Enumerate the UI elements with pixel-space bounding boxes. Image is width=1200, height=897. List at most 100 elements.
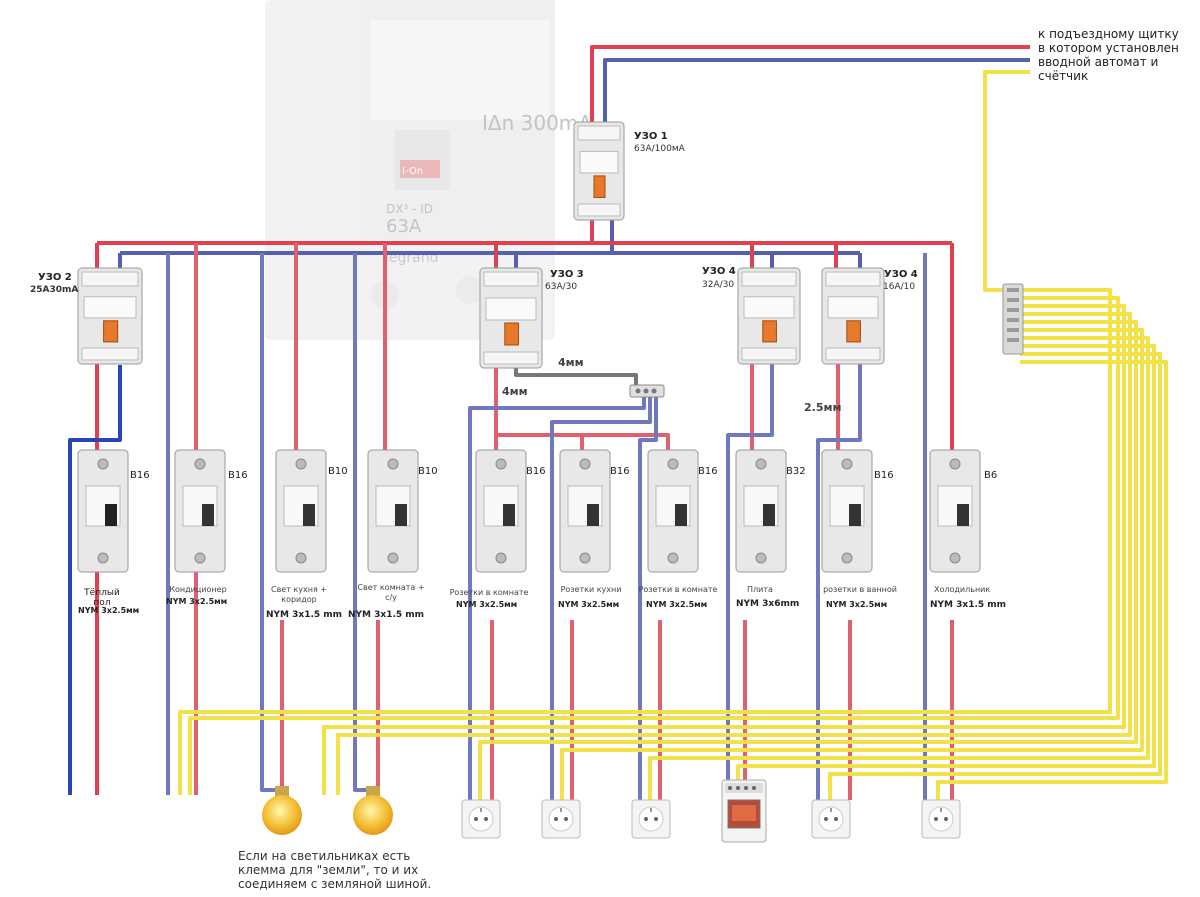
- earth-incoming: [983, 70, 1030, 292]
- earth-warm-floor: [178, 288, 1112, 795]
- breaker-6-circuit: Розетки кухни: [560, 585, 622, 594]
- breaker-4-cable: NYM 3x1.5 mm: [348, 610, 425, 620]
- breaker-6-cable: NYM 3x2.5мм: [558, 600, 620, 609]
- rcd-1-device: [573, 121, 625, 221]
- breaker-8-cable: NYM 3x6mm: [736, 599, 800, 609]
- supply-note: к подъездному щитку в котором установлен…: [1038, 27, 1179, 83]
- breaker-1-rating: B16: [130, 470, 150, 481]
- breaker-1-circuit: Тёплый пол: [84, 588, 120, 608]
- wire-size-rcd4b-out: 2.5мм: [804, 401, 842, 414]
- neutral-bar-to-outlets-a: [468, 396, 646, 800]
- breaker-2-circuit: Кондиционер: [169, 585, 227, 594]
- rcd4a-neutral-out: [726, 360, 774, 780]
- light-room-neutral: [353, 253, 370, 792]
- wire-size-rcd3-to-bar: 4мм: [558, 356, 584, 369]
- breaker-6-device: [559, 449, 611, 573]
- breaker-3-cable: NYM 3x1.5 mm: [266, 610, 343, 620]
- lamp-room-icon: [353, 786, 393, 835]
- rcd-devices: [77, 121, 885, 369]
- rcd1-rating: 63А/100мА: [634, 144, 685, 154]
- socket-2-icon: [541, 799, 581, 839]
- breaker-7-cable: NYM 3x2.5мм: [646, 600, 708, 609]
- earth-outlets-room: [478, 320, 1138, 800]
- rcd4b-name: УЗО 4: [884, 269, 918, 280]
- stove-icon: [721, 779, 767, 843]
- breaker-5-cable: NYM 3x2.5мм: [456, 600, 518, 609]
- earth-stove: [736, 344, 1156, 780]
- breaker-8-circuit: Плита: [747, 585, 773, 594]
- earth-conditioner: [188, 296, 1120, 795]
- background-switch-label: I-On: [402, 166, 423, 177]
- breaker-3-circuit: Свет кухня + коридор: [270, 585, 327, 604]
- breaker-2-device: [174, 449, 226, 573]
- rcd4a-name: УЗО 4: [702, 266, 736, 277]
- wire-size-rcd3-out: 4мм: [502, 385, 528, 398]
- earth-wires: [178, 70, 1168, 800]
- rcd3-name: УЗО 3: [550, 269, 584, 280]
- breaker-5-rating: B16: [526, 466, 546, 477]
- breaker-1-device: [77, 449, 129, 573]
- breaker-8-rating: B32: [786, 466, 806, 477]
- rcd2-rating: 25А30mA: [30, 285, 79, 295]
- neutral-bar-to-outlets-b: [550, 396, 652, 800]
- breaker-5-device: [475, 449, 527, 573]
- earth-bath: [828, 352, 1162, 800]
- breaker-4-device: [367, 449, 419, 573]
- sockets: [461, 799, 961, 839]
- socket-4-icon: [811, 799, 851, 839]
- rcd4a-rating: 32А/30: [702, 280, 735, 290]
- earth-fridge: [936, 360, 1168, 800]
- earth-light-kitchen: [322, 304, 1126, 795]
- breaker-1-cable: NYM 3x2.5мм: [78, 606, 140, 615]
- breaker-9-rating: B16: [874, 470, 894, 481]
- breaker-10-rating: B6: [984, 470, 998, 481]
- breaker-5-circuit: Розетки в комнате: [449, 588, 529, 597]
- rcd-3-device: [479, 267, 543, 369]
- rcd4b-neutral-out: [816, 360, 862, 800]
- background-model: DX³ - ID: [386, 202, 433, 216]
- breaker-devices: [77, 449, 981, 573]
- incoming-phase-wire: [590, 45, 1030, 125]
- earth-bus-bar: [1002, 283, 1024, 355]
- breaker-7-circuit: Розетки в комнате: [638, 585, 718, 594]
- breaker-9-device: [821, 449, 873, 573]
- socket-3-icon: [631, 799, 671, 839]
- background-rcd-image: IΔn 300mA DX³ - ID 63A I-On legrand: [265, 0, 592, 340]
- rcd-5-device: [821, 267, 885, 365]
- breaker-9-cable: NYM 3x2.5мм: [826, 600, 888, 609]
- breaker-7-rating: B16: [698, 466, 718, 477]
- breaker-10-cable: NYM 3x1.5 mm: [930, 600, 1007, 610]
- breaker-3-rating: B10: [328, 466, 348, 477]
- breaker-2-cable: NYM 3x2.5мм: [166, 597, 228, 606]
- breaker-8-device: [735, 449, 787, 573]
- breaker-10-circuit: Холодильник: [934, 585, 991, 594]
- rcd2-neutral-out: [68, 365, 122, 795]
- rcd2-name: УЗО 2: [38, 272, 72, 283]
- breaker-6-rating: B16: [610, 466, 630, 477]
- breaker-9-circuit: розетки в ванной: [823, 585, 897, 594]
- earthing-note: Если на светильниках есть клемма для "зе…: [238, 849, 432, 891]
- breaker-7-device: [647, 449, 699, 573]
- breaker-3-device: [275, 449, 327, 573]
- lamp-kitchen-icon: [262, 786, 302, 835]
- earth-light-room: [336, 312, 1132, 795]
- earth-outlets-kitchen: [560, 328, 1144, 800]
- neutral-terminal-bar: [629, 384, 665, 398]
- rcd4b-rating: 16А/10: [883, 282, 916, 292]
- rcd-4-device: [737, 267, 801, 365]
- neutral-bar-to-outlets-c: [638, 396, 658, 800]
- socket-1-icon: [461, 799, 501, 839]
- background-current: 63A: [386, 216, 422, 237]
- incoming-neutral-wire: [603, 58, 1030, 125]
- breaker-4-circuit: Свет комната + с/у: [357, 583, 425, 602]
- breaker-2-rating: B16: [228, 470, 248, 481]
- rcd1-name: УЗО 1: [634, 131, 668, 142]
- socket-5-icon: [921, 799, 961, 839]
- breaker-4-rating: B10: [418, 466, 438, 477]
- earth-outlets-room2: [648, 336, 1150, 800]
- rcd-2-device: [77, 267, 143, 365]
- breaker-10-device: [929, 449, 981, 573]
- light-kitchen-neutral: [260, 253, 280, 792]
- rcd3-rating: 63А/30: [545, 282, 578, 292]
